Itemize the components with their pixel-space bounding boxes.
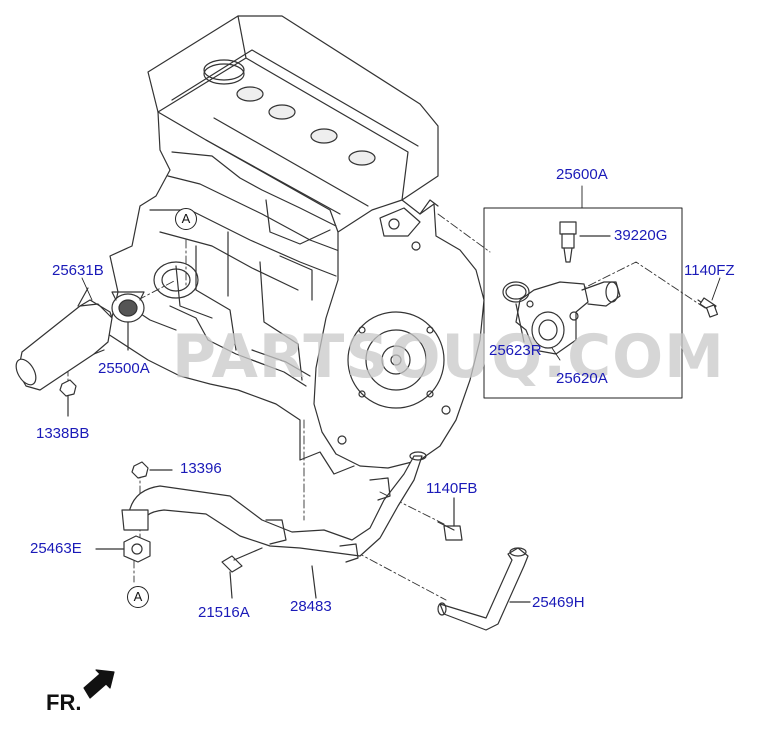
nut-13396 — [131, 461, 173, 479]
front-direction-label: FR. — [46, 690, 82, 715]
hose-25469h — [437, 547, 531, 631]
part-label-25623r[interactable]: 25623R — [489, 342, 542, 359]
part-label-28483[interactable]: 28483 — [290, 598, 332, 615]
part-label-25469h[interactable]: 25469H — [532, 594, 585, 611]
front-arrow — [83, 669, 115, 699]
water-outlet-fitting — [15, 287, 113, 391]
part-label-25600a[interactable]: 25600A — [556, 166, 608, 183]
temp-sensor — [559, 221, 611, 263]
water-pipe-28483 — [121, 451, 427, 599]
part-label-25631b[interactable]: 25631B — [52, 262, 104, 279]
gasket-25463e — [95, 535, 151, 563]
assembly-box — [483, 207, 683, 399]
thermostat-housing — [515, 281, 621, 355]
part-label-25463e[interactable]: 25463E — [30, 540, 82, 557]
label-leaders — [81, 185, 721, 361]
thermostat — [111, 291, 145, 351]
watermark: PARTSOUQ.COM — [172, 322, 725, 392]
o-ring — [502, 281, 530, 303]
part-label-21516a[interactable]: 21516A — [198, 604, 250, 621]
reference-marker-a-bottom[interactable]: A — [127, 586, 149, 608]
reference-marker-a-top[interactable]: A — [175, 208, 197, 230]
engine-block — [107, 15, 485, 475]
part-label-1338bb[interactable]: 1338BB — [36, 425, 90, 442]
part-label-39220g[interactable]: 39220G — [614, 227, 668, 244]
bolt-1140fb — [437, 497, 463, 541]
part-label-1140fb[interactable]: 1140FB — [426, 480, 478, 497]
bolt-21516a — [221, 547, 263, 599]
part-label-25620a[interactable]: 25620A — [556, 370, 608, 387]
part-label-25500a[interactable]: 25500A — [98, 360, 150, 377]
nut-1338bb — [59, 379, 77, 417]
part-label-13396[interactable]: 13396 — [180, 460, 222, 477]
bolt-1140fz — [697, 297, 719, 318]
part-label-1140fz[interactable]: 1140FZ — [684, 262, 735, 279]
